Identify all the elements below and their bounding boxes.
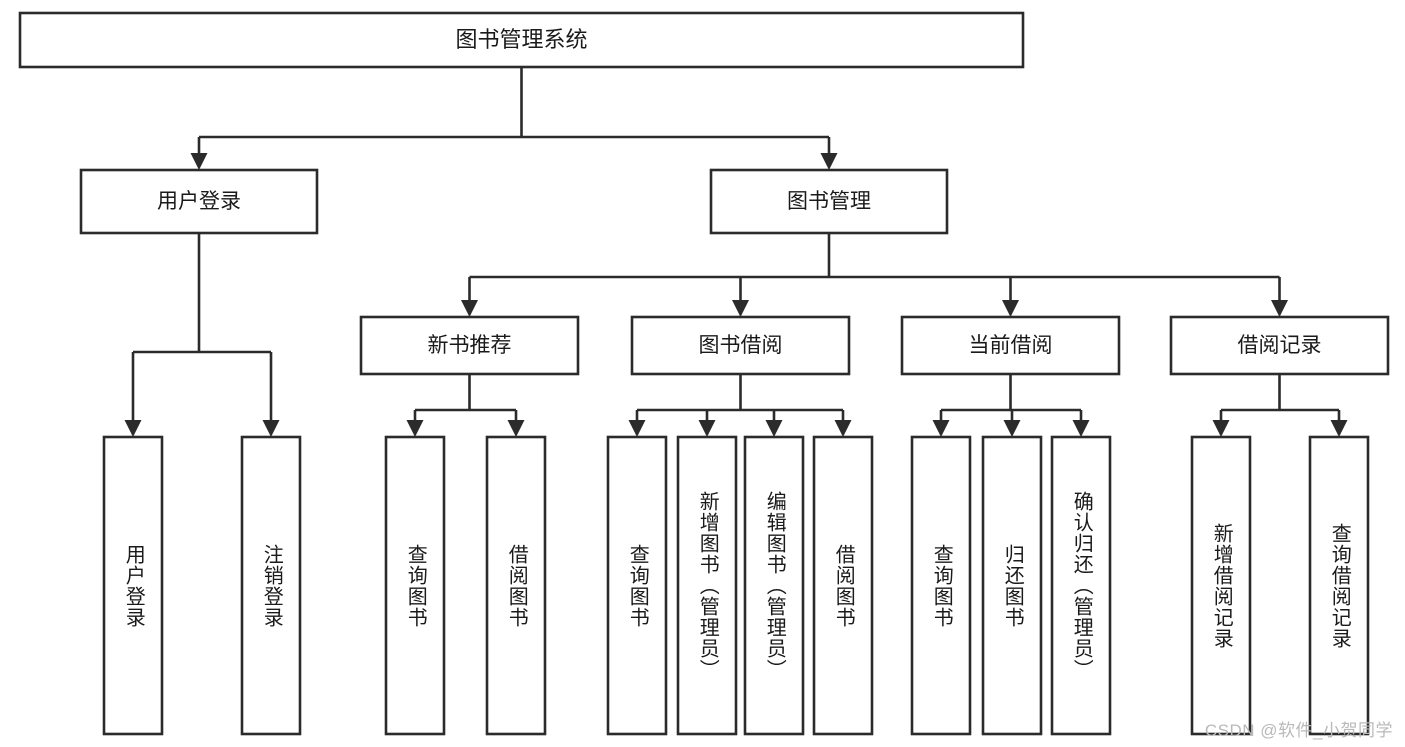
node-book-borrow[interactable] bbox=[630, 315, 851, 376]
node-box-book-borrow bbox=[630, 315, 851, 376]
node-box-leaf-query-book-2 bbox=[606, 435, 668, 736]
node-box-leaf-query-borrow-record bbox=[1308, 435, 1370, 736]
node-leaf-user-logout[interactable] bbox=[240, 435, 302, 736]
node-label-user-login: 用户登录 bbox=[157, 190, 241, 213]
node-box-leaf-borrow-book-1 bbox=[485, 435, 547, 736]
node-leaf-return-book[interactable] bbox=[981, 435, 1043, 736]
arrowhead-drop-leaf-query-book-3 bbox=[932, 420, 950, 437]
arrowhead-drop-leaf-add-book bbox=[698, 420, 716, 437]
arrowhead-drop-leaf-user-logout bbox=[262, 420, 280, 437]
node-leaf-query-borrow-record[interactable] bbox=[1308, 435, 1370, 736]
node-label-current-borrow: 当前借阅 bbox=[969, 334, 1053, 357]
node-box-leaf-query-book-3 bbox=[910, 435, 972, 736]
arrowhead-drop-leaf-query-book-1 bbox=[406, 420, 424, 437]
node-current-borrow[interactable] bbox=[900, 315, 1121, 376]
arrowhead-bm-to-book-borrow bbox=[732, 300, 749, 317]
arrowhead-bm-to-new-book-recommend bbox=[461, 300, 478, 317]
node-box-borrow-record bbox=[1169, 315, 1390, 376]
node-label-new-book-recommend: 新书推荐 bbox=[428, 334, 512, 357]
node-box-current-borrow bbox=[900, 315, 1121, 376]
watermark-text: CSDN @软件_小贺同学 bbox=[1204, 721, 1393, 740]
node-leaf-confirm-return[interactable] bbox=[1050, 435, 1112, 736]
node-leaf-user-login[interactable] bbox=[102, 435, 164, 736]
node-box-new-book-recommend bbox=[359, 315, 580, 376]
node-leaf-add-book[interactable] bbox=[676, 435, 738, 736]
node-box-leaf-add-book bbox=[676, 435, 738, 736]
node-root[interactable] bbox=[18, 11, 1025, 69]
node-box-leaf-borrow-book-2 bbox=[812, 435, 874, 736]
arrowhead-bm-to-borrow-record bbox=[1271, 300, 1288, 317]
node-leaf-borrow-book-2[interactable] bbox=[812, 435, 874, 736]
arrowhead-bm-to-current-borrow bbox=[1002, 300, 1019, 317]
node-leaf-borrow-book-1[interactable] bbox=[485, 435, 547, 736]
node-box-user-login bbox=[79, 168, 319, 235]
arrowhead-drop-leaf-return-book bbox=[1003, 420, 1021, 437]
node-box-book-manage bbox=[709, 168, 949, 235]
arrowhead-drop-leaf-borrow-book-1 bbox=[507, 420, 525, 437]
node-box-leaf-return-book bbox=[981, 435, 1043, 736]
arrowhead-root-to-user-login bbox=[190, 153, 208, 170]
node-label-borrow-record: 借阅记录 bbox=[1238, 334, 1322, 357]
node-box-leaf-edit-book bbox=[743, 435, 805, 736]
node-box-leaf-add-borrow-record bbox=[1190, 435, 1252, 736]
arrowhead-drop-leaf-confirm-return bbox=[1072, 420, 1090, 437]
node-box-leaf-user-logout bbox=[240, 435, 302, 736]
arrowhead-drop-leaf-add-borrow-record bbox=[1212, 420, 1230, 437]
arrowhead-drop-leaf-query-borrow-record bbox=[1330, 420, 1348, 437]
node-book-manage[interactable] bbox=[709, 168, 949, 235]
node-leaf-query-book-2[interactable] bbox=[606, 435, 668, 736]
node-box-leaf-user-login bbox=[102, 435, 164, 736]
arrowhead-drop-leaf-borrow-book-2 bbox=[834, 420, 852, 437]
node-leaf-query-book-1[interactable] bbox=[384, 435, 446, 736]
node-leaf-edit-book[interactable] bbox=[743, 435, 805, 736]
node-box-leaf-query-book-1 bbox=[384, 435, 446, 736]
connectors-layer bbox=[124, 67, 1348, 437]
arrowhead-drop-leaf-query-book-2 bbox=[628, 420, 646, 437]
node-label-book-manage: 图书管理 bbox=[787, 190, 871, 213]
node-new-book-recommend[interactable] bbox=[359, 315, 580, 376]
arrowhead-drop-leaf-edit-book bbox=[765, 420, 783, 437]
node-label-root: 图书管理系统 bbox=[455, 27, 587, 52]
arrowhead-drop-leaf-user-login bbox=[124, 420, 142, 437]
node-box-leaf-confirm-return bbox=[1050, 435, 1112, 736]
arrowhead-root-to-book-manage bbox=[820, 153, 838, 170]
node-user-login[interactable] bbox=[79, 168, 319, 235]
node-label-book-borrow: 图书借阅 bbox=[699, 334, 783, 357]
node-leaf-query-book-3[interactable] bbox=[910, 435, 972, 736]
node-leaf-add-borrow-record[interactable] bbox=[1190, 435, 1252, 736]
node-borrow-record[interactable] bbox=[1169, 315, 1390, 376]
node-box-root bbox=[18, 11, 1025, 69]
